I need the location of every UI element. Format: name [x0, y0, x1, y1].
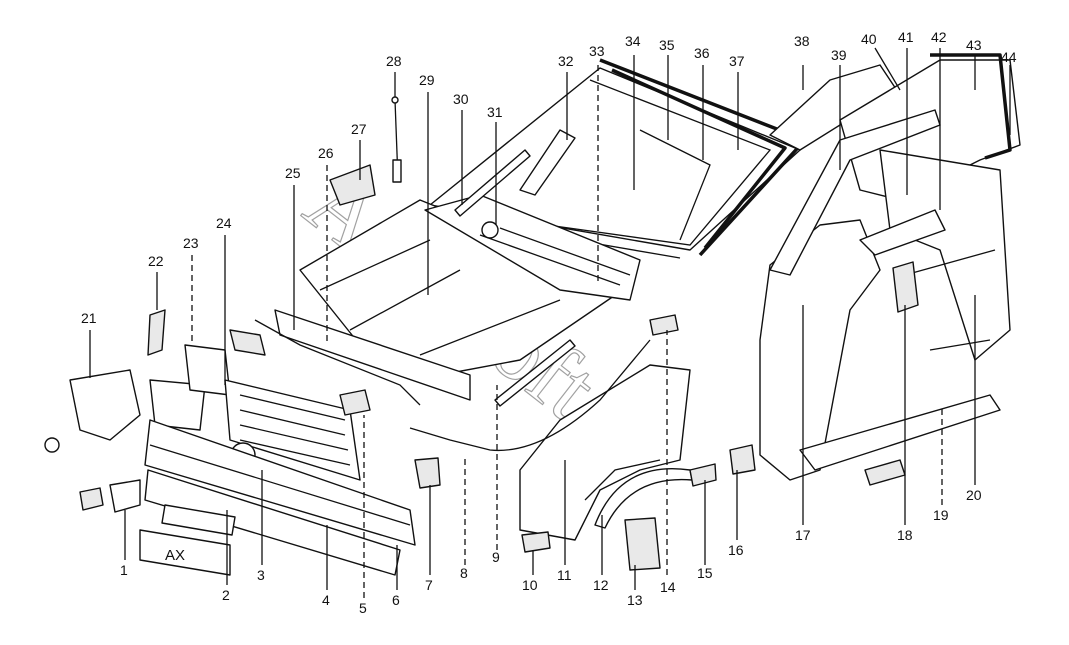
callout-12: 12 [593, 577, 609, 593]
callout-27: 27 [351, 121, 367, 137]
callout-4: 4 [322, 592, 330, 608]
plate-text: AX [165, 547, 185, 564]
callout-2: 2 [222, 587, 230, 603]
callout-labels: 1 2 3 4 5 6 7 8 9 10 11 12 13 14 15 16 1… [81, 29, 1017, 616]
callout-22: 22 [148, 253, 164, 269]
front-fender [519, 364, 691, 541]
callout-6: 6 [392, 592, 400, 608]
callout-18: 18 [897, 527, 913, 543]
callout-9: 9 [492, 549, 500, 565]
callout-43: 43 [966, 37, 982, 53]
callout-37: 37 [729, 53, 745, 69]
callout-30: 30 [453, 91, 469, 107]
leader-lines [89, 47, 1011, 598]
callout-17: 17 [795, 527, 811, 543]
callout-23: 23 [183, 235, 199, 251]
callout-8: 8 [460, 565, 468, 581]
callout-26: 26 [318, 145, 334, 161]
callout-29: 29 [419, 72, 435, 88]
callout-19: 19 [933, 507, 949, 523]
callout-44: 44 [1001, 49, 1017, 65]
antenna [391, 96, 402, 183]
callout-34: 34 [625, 33, 641, 49]
callout-38: 38 [794, 33, 810, 49]
brackets [229, 329, 441, 489]
callout-39: 39 [831, 47, 847, 63]
callout-1: 1 [120, 562, 128, 578]
callout-42: 42 [931, 29, 947, 45]
callout-31: 31 [487, 104, 503, 120]
door-frame [759, 109, 946, 481]
wheel-arch-liner [594, 468, 693, 571]
callout-3: 3 [257, 567, 265, 583]
callout-40: 40 [861, 31, 877, 47]
callout-20: 20 [966, 487, 982, 503]
side-panel-piece [892, 261, 919, 313]
callout-33: 33 [589, 43, 605, 59]
callout-15: 15 [697, 565, 713, 581]
callout-36: 36 [694, 45, 710, 61]
callout-5: 5 [359, 600, 367, 616]
headlight-assembly [44, 369, 206, 453]
callout-32: 32 [558, 53, 574, 69]
callout-14: 14 [660, 579, 676, 595]
callout-21: 21 [81, 310, 97, 326]
callout-10: 10 [522, 577, 538, 593]
hood-strut [454, 149, 531, 239]
callout-11: 11 [557, 567, 572, 583]
front-bumper [144, 419, 416, 576]
indicator-lights [79, 479, 141, 513]
hinge-bracket [329, 164, 376, 206]
callout-13: 13 [627, 592, 643, 608]
callout-7: 7 [425, 577, 433, 593]
callout-35: 35 [659, 37, 675, 53]
callout-24: 24 [216, 215, 232, 231]
lock-carrier [254, 309, 471, 406]
rear-body-side [839, 53, 1021, 361]
callout-28: 28 [386, 53, 402, 69]
small-fittings [521, 314, 756, 553]
callout-41: 41 [898, 29, 914, 45]
callout-25: 25 [285, 165, 301, 181]
callout-16: 16 [728, 542, 744, 558]
license-plate: AX [139, 504, 236, 576]
side-sill [799, 394, 1001, 486]
release-cables [409, 339, 651, 452]
